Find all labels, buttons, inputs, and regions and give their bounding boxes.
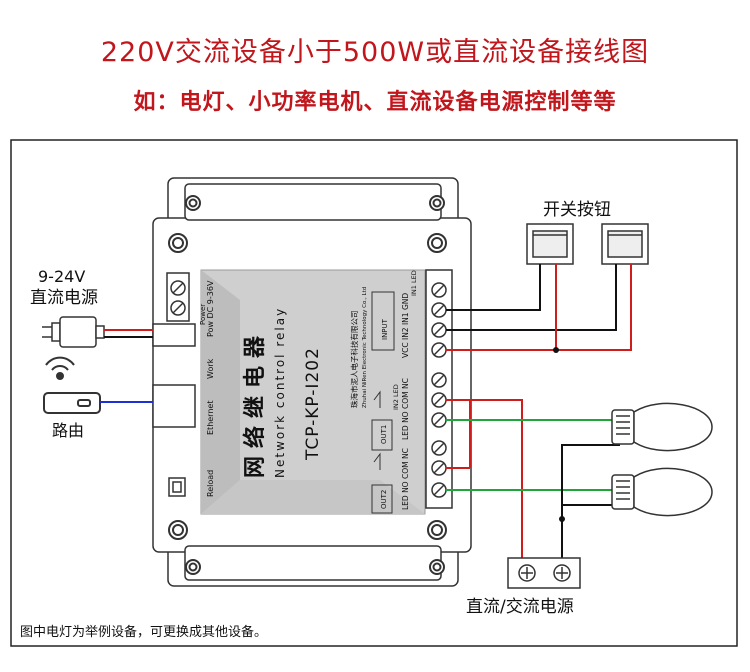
switch-button-2[interactable] xyxy=(601,223,649,265)
diagram-frame xyxy=(10,139,738,647)
panel-text-main: 网络继电器 Network control relay TCP-KP-I202 xyxy=(242,307,323,478)
junction-dot xyxy=(553,347,559,353)
terminal-screws xyxy=(431,282,447,498)
input-led-label: IN2 LED xyxy=(392,384,400,410)
router-label: 路由 xyxy=(52,421,84,440)
lamp-1-icon xyxy=(611,402,713,452)
ethernet-port xyxy=(152,384,196,428)
input-pin-labels: VCC IN2 IN1 GND xyxy=(401,293,410,358)
router-icon xyxy=(43,356,101,414)
out2-box xyxy=(371,484,393,514)
maker-line-2: Zhuhai NiRen Electronic Technology Co., … xyxy=(362,287,368,408)
out2-pin-labels: LED NO COM NC xyxy=(401,448,410,510)
dc-power-label: 直流电源 xyxy=(30,288,98,308)
dc-jack xyxy=(152,323,196,347)
switch-button-1[interactable] xyxy=(526,223,574,265)
panel-text-left: Reload Ethernet Work Pow DC 9-36V Power xyxy=(199,280,215,497)
out2-label: OUT2 xyxy=(380,490,388,509)
lamp-2-icon xyxy=(611,467,713,517)
reload-label: Reload xyxy=(206,470,215,497)
out1-pin-labels: LED NO COM NC xyxy=(401,378,410,440)
dc-voltage-label: 9-24V xyxy=(38,267,85,286)
input-box-label: INPUT xyxy=(381,318,389,340)
power-spec: Pow DC 9-36V xyxy=(206,280,215,337)
input-wires xyxy=(446,264,632,351)
dc-plug xyxy=(42,316,105,348)
device-name-cn: 网络继电器 xyxy=(242,328,268,478)
diagram-title: 220V交流设备小于500W或直流设备接线图 xyxy=(100,37,650,68)
diagram-subtitle: 如：电灯、小功率电机、直流设备电源控制等等 xyxy=(133,90,617,115)
output-wires xyxy=(446,399,620,560)
input-led-label-2: IN1 LED xyxy=(410,270,418,296)
ethernet-label: Ethernet xyxy=(206,401,215,435)
maker-line-1: 珠海市泥人电子科技有限公司 xyxy=(349,311,359,409)
ac-dc-power-label: 直流/交流电源 xyxy=(466,597,574,617)
panel-text-maker: 珠海市泥人电子科技有限公司 Zhuhai NiRen Electronic Te… xyxy=(349,287,368,408)
out1-box xyxy=(371,419,393,451)
footnote: 图中电灯为举例设备，可更换成其他设备。 xyxy=(20,624,267,640)
ac-dc-power-terminal xyxy=(507,557,581,589)
device-label-panel xyxy=(200,269,426,515)
input-box xyxy=(371,291,395,351)
left-terminal-block xyxy=(166,272,190,322)
device-name-en: Network control relay xyxy=(273,307,287,478)
out1-label: OUT1 xyxy=(380,425,388,444)
device-model: TCP-KP-I202 xyxy=(303,347,323,461)
switch-buttons-label: 开关按钮 xyxy=(543,200,611,220)
power-label: Power xyxy=(199,304,207,325)
work-label: Work xyxy=(206,358,215,379)
mounting-holes xyxy=(168,195,447,575)
